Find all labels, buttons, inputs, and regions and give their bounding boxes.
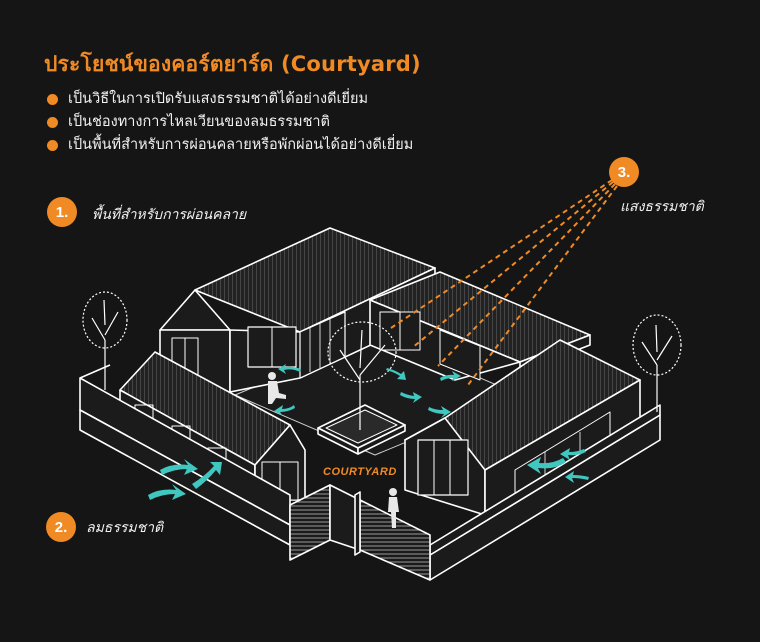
tree-left (82, 291, 128, 390)
wind-arrows (148, 364, 589, 500)
sunlight-rays (387, 179, 618, 386)
wind-arrow-icon (440, 371, 461, 381)
courtyard-label: COURTYARD (323, 466, 397, 478)
sun-ray (411, 181, 614, 349)
benefit-text: เป็นช่องทางการไหลเวียนของลมธรรมชาติ (68, 114, 330, 130)
people (268, 372, 399, 528)
wind-arrow-icon (527, 457, 566, 474)
tree-right (632, 314, 682, 412)
wind-arrow-icon (192, 462, 222, 489)
wind-arrow-icon (278, 364, 301, 374)
bullet-dot-icon (47, 140, 58, 151)
tree-center (327, 321, 397, 430)
wind-arrow-icon (160, 459, 198, 475)
sun-ray (437, 183, 616, 367)
callout-label-natural-wind: ลมธรรมชาติ (86, 520, 164, 536)
benefit-item: เป็นวิธีในการเปิดรับแสงธรรมชาติได้อย่างด… (46, 88, 413, 111)
bullet-dot-icon (47, 94, 58, 105)
bullet-dot-icon (47, 117, 58, 128)
callout-label-relax-area: พื้นที่สำหรับการผ่อนคลาย (92, 207, 247, 223)
callout-label-natural-light: แสงธรรมชาติ (620, 199, 704, 215)
person-standing (388, 488, 399, 528)
person-sitting (268, 372, 286, 404)
benefit-text: เป็นวิธีในการเปิดรับแสงธรรมชาติได้อย่างด… (68, 91, 369, 107)
wind-arrow-icon (565, 471, 589, 483)
gate (289, 484, 431, 581)
page-title: ประโยชน์ของคอร์ตยาร์ด (Courtyard) (44, 52, 421, 76)
perimeter-wall-right (429, 404, 661, 581)
right-back-house (369, 271, 591, 381)
benefit-item: เป็นพื้นที่สำหรับการผ่อนคลายหรือพักผ่อนไ… (46, 134, 413, 157)
sun-ray (467, 185, 618, 386)
benefit-list: เป็นวิธีในการเปิดรับแสงธรรมชาติได้อย่างด… (46, 88, 413, 157)
wind-arrow-icon (400, 392, 422, 403)
benefit-item: เป็นช่องทางการไหลเวียนของลมธรรมชาติ (46, 111, 413, 134)
callout-badge-3: 3. (609, 157, 639, 187)
trees (82, 291, 682, 430)
callout-badge-1: 1. (47, 197, 77, 227)
wind-arrow-icon (560, 448, 586, 460)
right-front-house (404, 339, 641, 516)
planter-box (317, 404, 406, 455)
wind-arrow-icon (274, 405, 295, 416)
callout-badge-2: 2. (46, 512, 76, 542)
wind-arrow-icon (148, 484, 186, 500)
benefit-text: เป็นพื้นที่สำหรับการผ่อนคลายหรือพักผ่อนไ… (68, 137, 414, 153)
wind-arrow-icon (386, 368, 406, 380)
wind-arrow-icon (428, 406, 451, 418)
